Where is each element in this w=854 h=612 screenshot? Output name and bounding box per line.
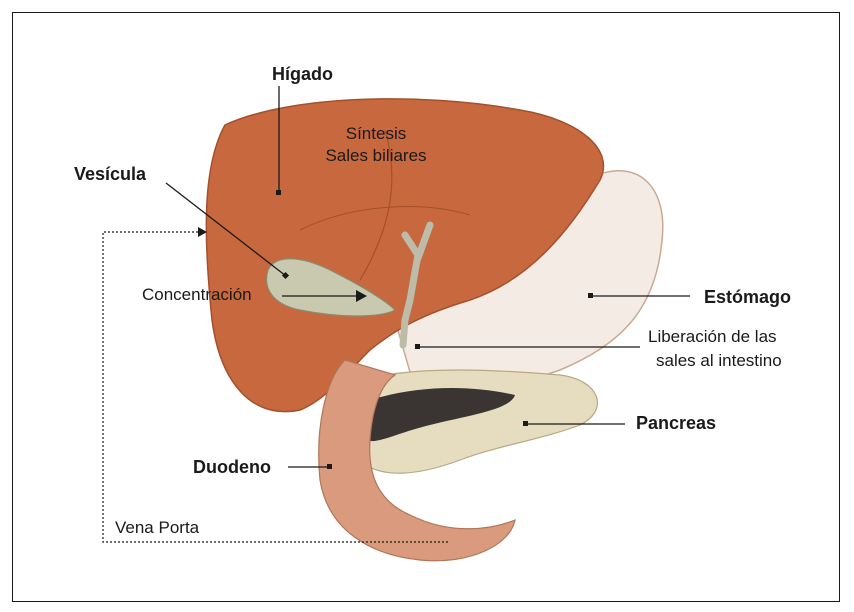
liver-marker — [276, 190, 281, 195]
label-duodenum: Duodeno — [193, 457, 271, 477]
label-concentration: Concentración — [142, 285, 252, 305]
pancreas-marker — [523, 421, 528, 426]
label-release-line2: sales al intestino — [656, 351, 782, 371]
label-gallbladder: Vesícula — [74, 164, 146, 184]
label-release-line1: Liberación de las — [648, 327, 777, 347]
label-portal-vein: Vena Porta — [115, 518, 199, 538]
stomach-marker — [588, 293, 593, 298]
label-liver: Hígado — [272, 64, 333, 84]
label-pancreas: Pancreas — [636, 413, 716, 433]
label-stomach: Estómago — [704, 287, 791, 307]
label-synthesis-line1: Síntesis — [316, 124, 436, 144]
release-marker — [415, 344, 420, 349]
duodenum-marker — [327, 464, 332, 469]
label-synthesis-line2: Sales biliares — [306, 146, 446, 166]
